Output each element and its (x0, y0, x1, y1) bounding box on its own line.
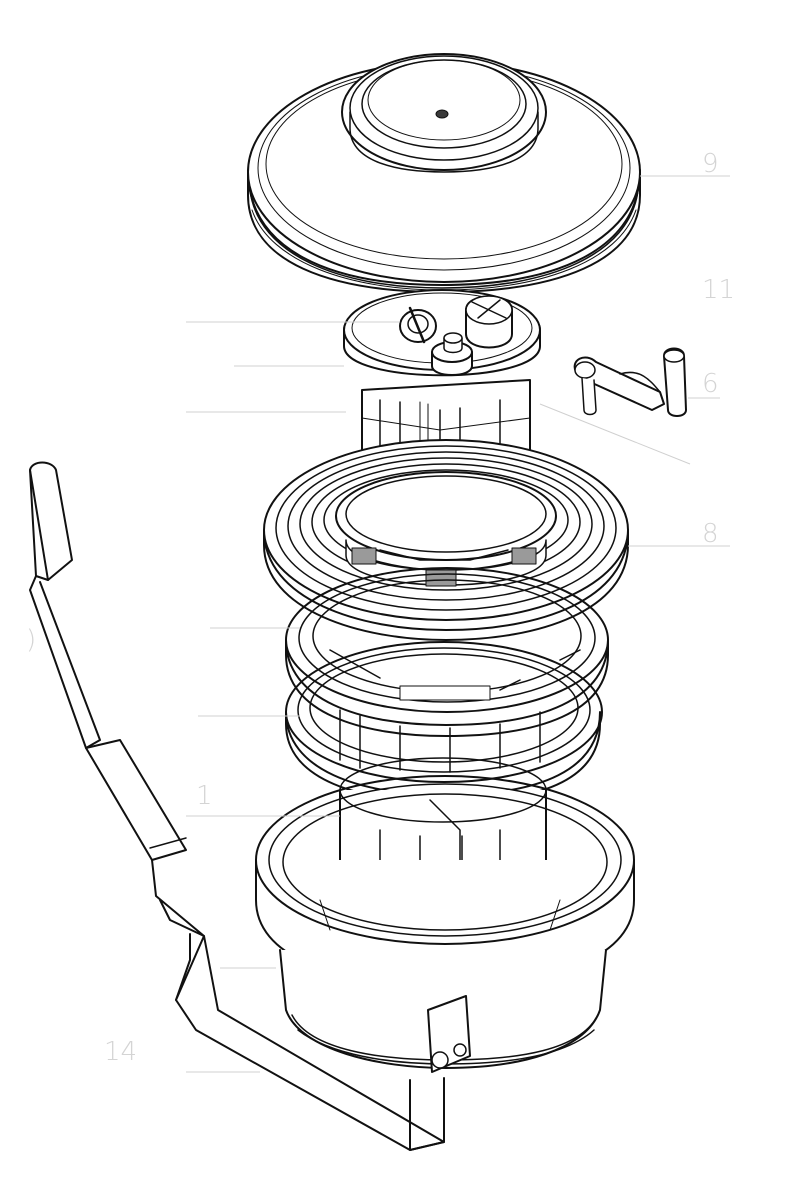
callout-9: 9 (702, 149, 719, 179)
lid (247, 53, 641, 293)
callout-6: 6 (702, 369, 719, 399)
callout-11: 11 (702, 275, 735, 305)
callouts: 9 11 6 8 1 14 ) (26, 149, 735, 1067)
callout-14: 14 (104, 1037, 137, 1067)
callout-8: 8 (702, 519, 719, 549)
clamp-arm (29, 461, 471, 1151)
top-plate (343, 289, 541, 377)
ring-1 (285, 567, 609, 737)
juicing-screen (263, 439, 629, 641)
leader-lines (186, 175, 730, 1073)
callout-1: 1 (196, 781, 213, 811)
crank-handle (573, 347, 687, 417)
callout-paren: ) (26, 625, 36, 655)
